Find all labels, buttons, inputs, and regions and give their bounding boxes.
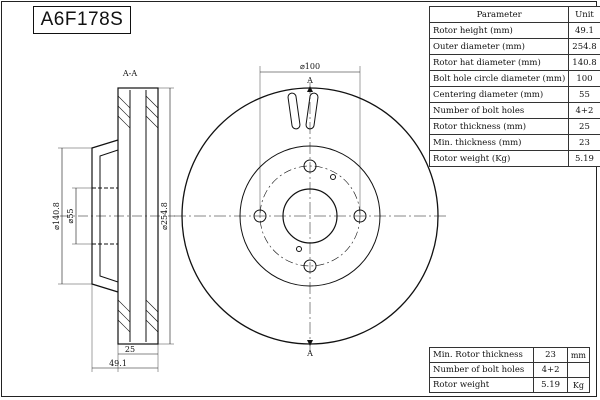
spec-param: Rotor hat diameter (mm) <box>428 54 570 71</box>
summary-param: Min. Rotor thickness <box>428 347 535 363</box>
summary-param: Number of bolt holes <box>428 362 535 378</box>
spec-param: Number of bolt holes <box>428 102 570 119</box>
spec-header-unit: Unit <box>568 6 600 23</box>
section-label: A-A <box>122 69 137 78</box>
summary-param: Rotor weight <box>428 377 535 393</box>
cut-mark-top: A <box>306 76 313 85</box>
spec-row: Rotor thickness (mm)25 <box>428 118 600 135</box>
dim-bolt-circle: ⌀100 <box>300 62 320 71</box>
spec-row: Centering diameter (mm)55 <box>428 86 600 103</box>
spec-header-param: Parameter <box>428 6 570 23</box>
spec-row: Bolt hole circle diameter (mm)100 <box>428 70 600 87</box>
spec-row: Min. thickness (mm)23 <box>428 134 600 151</box>
spec-param: Rotor weight (Kg) <box>428 150 570 167</box>
dim-center-bore: ⌀55 <box>66 209 75 224</box>
section-hatching <box>117 95 159 333</box>
spec-param: Min. thickness (mm) <box>428 134 570 151</box>
summary-value: 5.19 <box>533 377 568 393</box>
spec-row: Rotor hat diameter (mm)140.8 <box>428 54 600 71</box>
spec-header-row: Parameter Unit <box>428 6 600 23</box>
spec-param: Centering diameter (mm) <box>428 86 570 103</box>
spec-value: 5.19 <box>568 150 600 167</box>
spec-param: Outer diameter (mm) <box>428 38 570 55</box>
dim-hat-diameter: ⌀140.8 <box>52 202 61 230</box>
spec-value: 4+2 <box>568 102 600 119</box>
spec-param: Bolt hole circle diameter (mm) <box>428 70 570 87</box>
spec-value: 25 <box>568 118 600 135</box>
locating-hole <box>330 174 336 180</box>
spec-row: Rotor height (mm)49.1 <box>428 22 600 39</box>
section-view: A-A <box>58 69 175 372</box>
spec-param: Rotor thickness (mm) <box>428 118 570 135</box>
spec-row: Outer diameter (mm)254.8 <box>428 38 600 55</box>
spec-param: Rotor height (mm) <box>428 22 570 39</box>
part-number-title: A6F178S <box>33 6 131 34</box>
spec-value: 49.1 <box>568 22 600 39</box>
summary-unit: Kg <box>566 377 591 393</box>
dim-outer-diameter: ⌀254.8 <box>160 202 169 230</box>
dim-height: 49.1 <box>109 359 127 368</box>
summary-value: 23 <box>533 347 568 363</box>
summary-value: 4+2 <box>533 362 568 378</box>
spec-value: 140.8 <box>568 54 600 71</box>
front-view <box>174 66 446 352</box>
spec-value: 23 <box>568 134 600 151</box>
locating-hole <box>296 246 302 252</box>
vent-slots <box>287 92 319 130</box>
summary-unit: mm <box>566 347 591 363</box>
dim-thickness: 25 <box>125 345 135 354</box>
spec-value: 254.8 <box>568 38 600 55</box>
spec-row: Rotor weight (Kg)5.19 <box>428 150 600 167</box>
summary-unit <box>566 362 591 378</box>
spec-value: 100 <box>568 70 600 87</box>
spec-value: 55 <box>568 86 600 103</box>
cut-mark-bottom: A <box>306 349 313 358</box>
